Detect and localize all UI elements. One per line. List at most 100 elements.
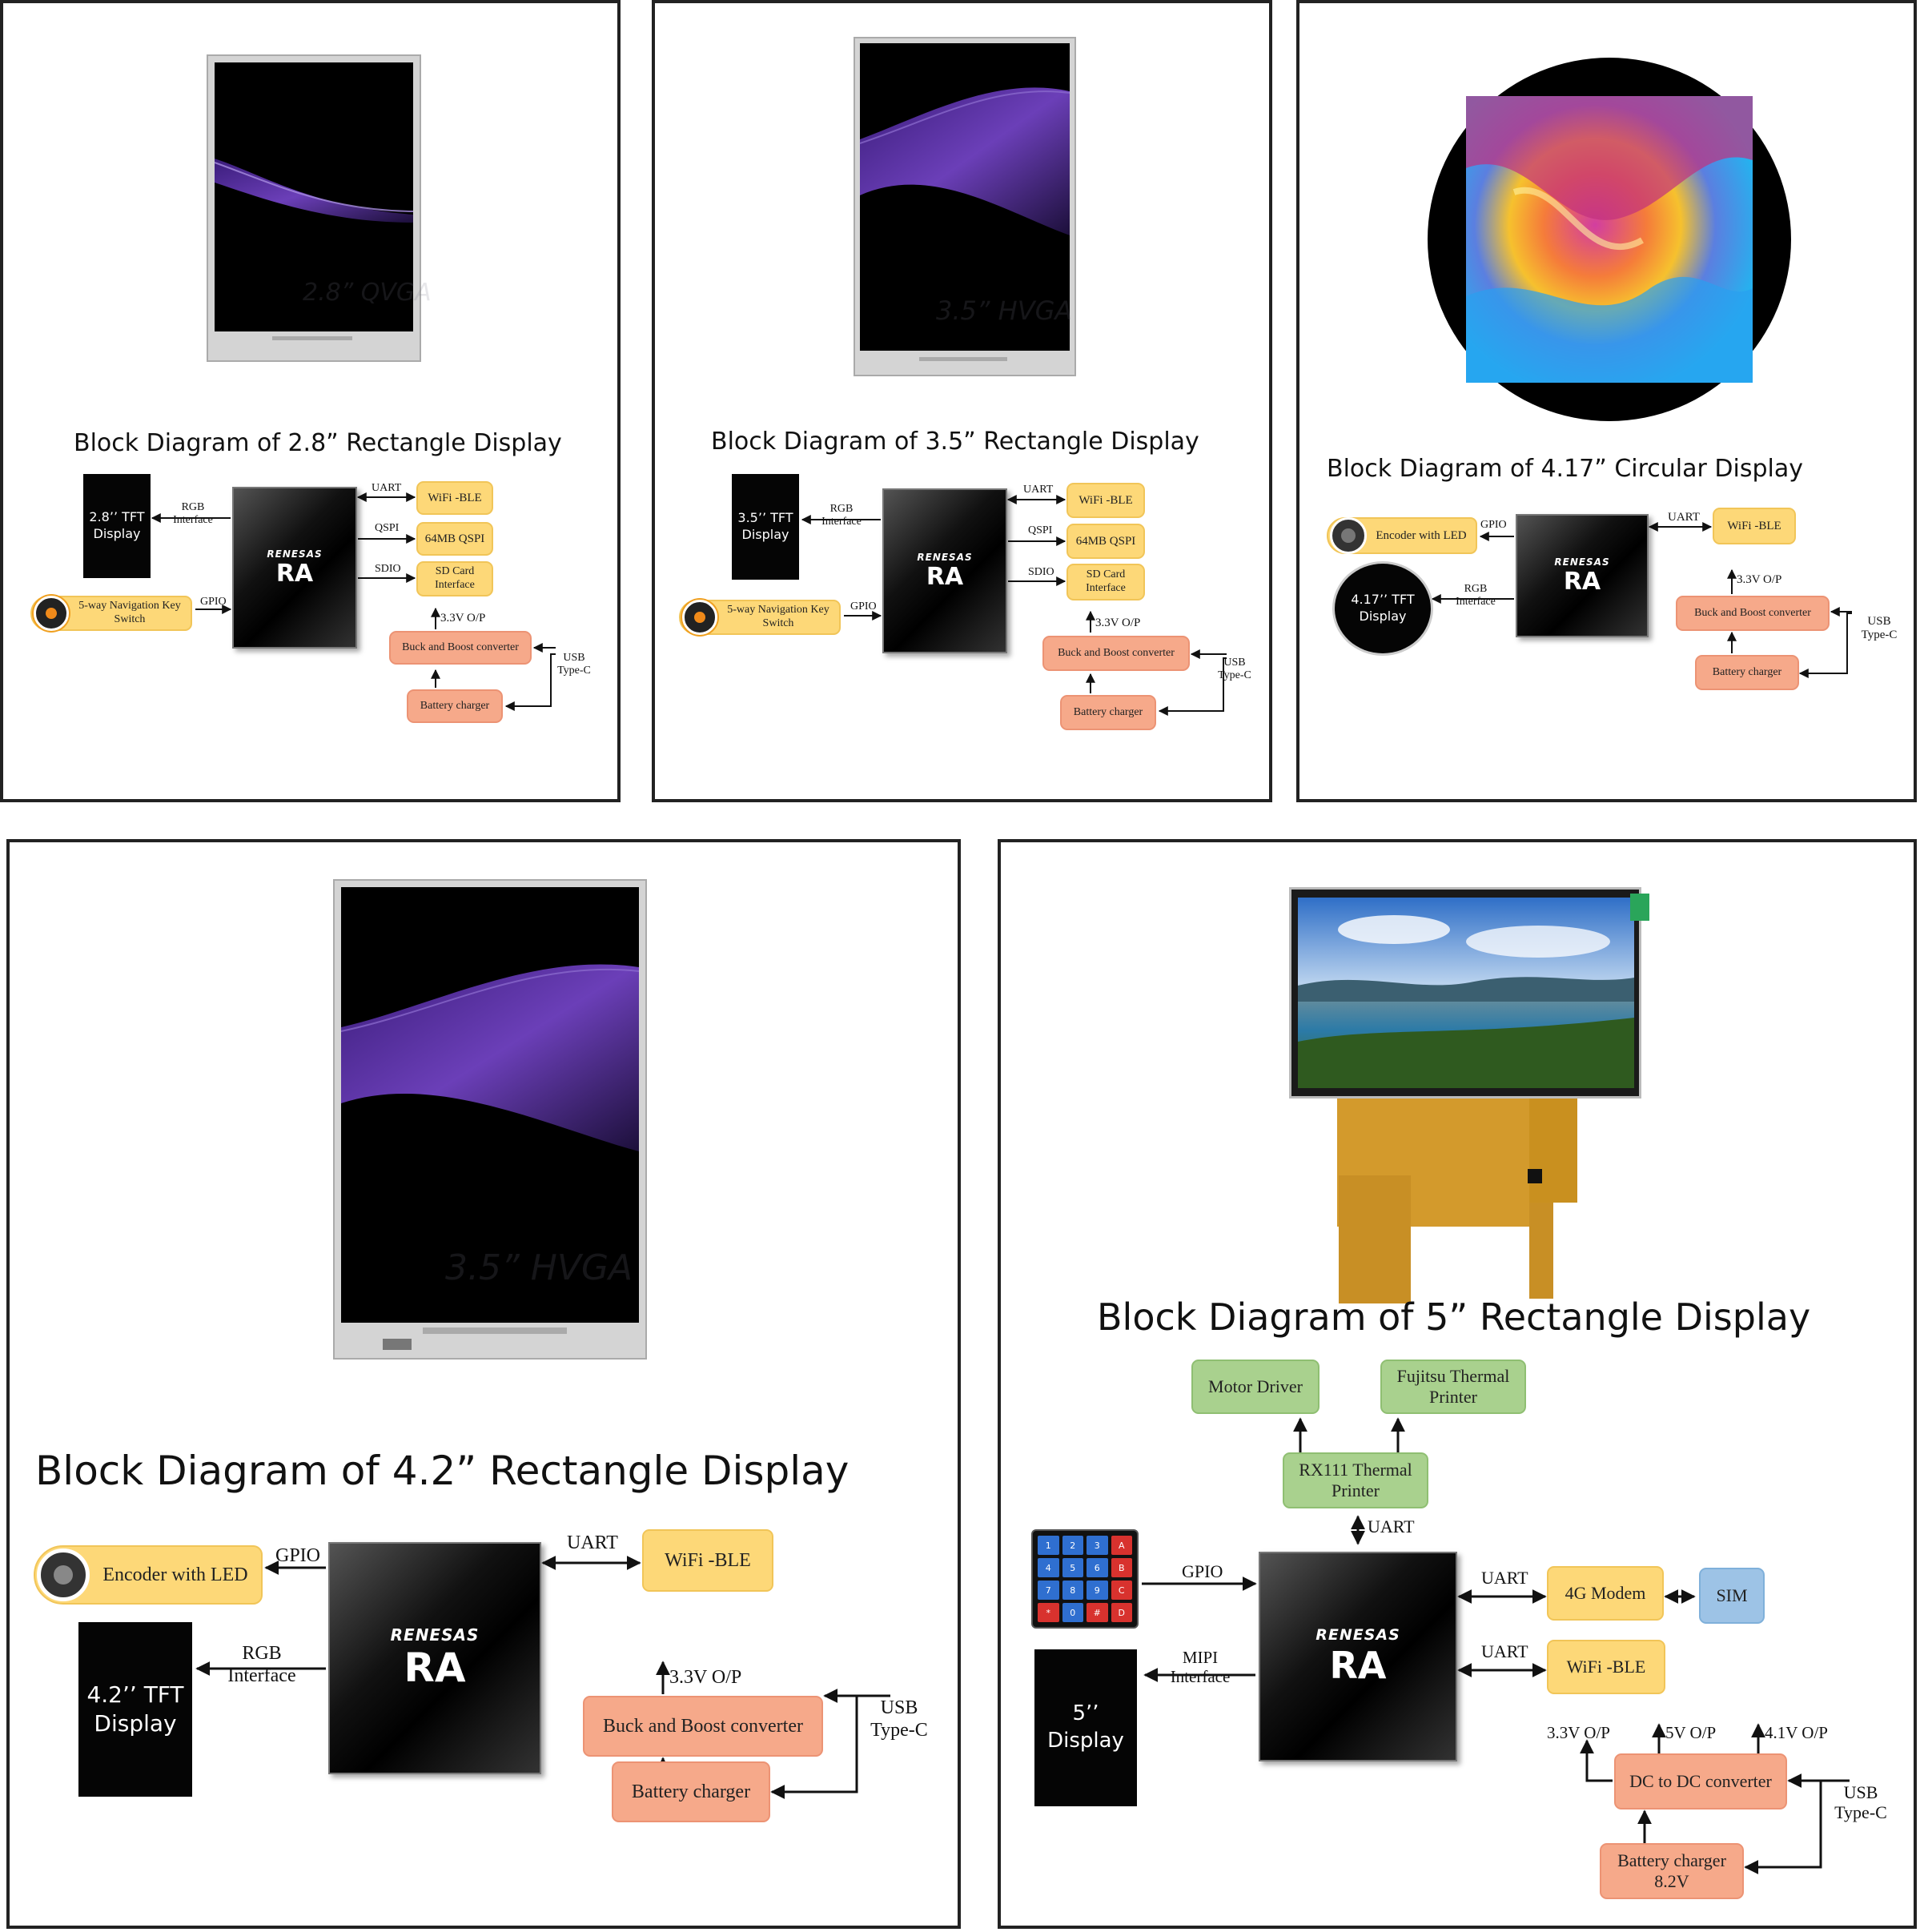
- panel-5-display: Block Diagram of 5” Rectangle Display Mo…: [998, 839, 1917, 1929]
- gpio-label: GPIO: [275, 1545, 321, 1566]
- display-watermark: 3.5” HVGA: [445, 1247, 633, 1288]
- gpio-label: GPIO: [1480, 519, 1507, 531]
- panel-4-2-display: 3.5” HVGA Block Diagram of 4.2” Rectangl…: [6, 839, 961, 1929]
- renesas-ra-chip: RENESAS RA: [1259, 1552, 1457, 1761]
- tft-display-block: 3.5’’ TFT Display: [732, 474, 799, 580]
- vout-label: 3.3V O/P: [1095, 617, 1141, 629]
- dc-dc-converter-block: DC to DC converter: [1614, 1753, 1787, 1809]
- uart-modem-label: UART: [1481, 1568, 1528, 1588]
- joystick-icon: [34, 596, 69, 631]
- v33-label: 3.3V O/P: [1547, 1723, 1610, 1742]
- keypad-key: 6: [1087, 1558, 1108, 1577]
- display-photo-5: [1289, 887, 1649, 1303]
- vout-label: 3.3V O/P: [1737, 573, 1782, 586]
- uart-label: UART: [1668, 511, 1700, 524]
- gpio-label: GPIO: [200, 596, 227, 608]
- panel-4-17-circular-display: Block Diagram of 4.17” Circular Display …: [1296, 0, 1917, 802]
- tft-display-block: 2.8’’ TFT Display: [83, 474, 151, 578]
- keypad-key: 8: [1062, 1581, 1083, 1600]
- circular-tft-display-block: 4.17’’ TFT Display: [1335, 564, 1431, 653]
- encoder-knob-icon: [37, 1548, 90, 1601]
- v41-label: 4.1V O/P: [1765, 1723, 1828, 1742]
- gpio-label: GPIO: [850, 600, 877, 613]
- diagram-title: Block Diagram of 2.8” Rectangle Display: [74, 429, 562, 457]
- keypad-key: 0: [1062, 1603, 1083, 1622]
- 4g-modem-block: 4G Modem: [1547, 1566, 1664, 1621]
- sd-card-block: SD Card Interface: [1066, 564, 1145, 600]
- battery-charger-block: Battery charger: [1060, 695, 1156, 730]
- buck-boost-block: Buck and Boost converter: [1042, 636, 1190, 671]
- diagram-title: Block Diagram of 4.17” Circular Display: [1327, 455, 1803, 483]
- rgb-label: RGB Interface: [821, 503, 862, 528]
- wifi-ble-block: WiFi -BLE: [1547, 1640, 1665, 1694]
- keypad-key: D: [1111, 1603, 1132, 1622]
- rx111-block: RX111 Thermal Printer: [1283, 1452, 1428, 1508]
- uart-label: UART: [567, 1532, 618, 1553]
- nav-switch-block: 5-way Navigation Key Switch: [30, 596, 192, 631]
- vout-label: 3.3V O/P: [440, 612, 486, 625]
- joystick-icon: [682, 600, 717, 635]
- renesas-ra-chip: RENESAS RA: [1516, 514, 1649, 637]
- qspi-flash-block: 64MB QSPI: [1066, 524, 1145, 559]
- tft-display-block: 4.2’’ TFT Display: [78, 1622, 192, 1797]
- renesas-ra-chip: RENESAS RA: [232, 487, 357, 649]
- usb-label: USB Type-C: [1218, 657, 1251, 682]
- keypad-key: 4: [1038, 1558, 1059, 1577]
- keypad-key: 3: [1087, 1536, 1108, 1555]
- circular-display-photo: [1428, 58, 1791, 421]
- keypad-key: B: [1111, 1558, 1132, 1577]
- display-watermark: 2.8” QVGA: [303, 279, 432, 307]
- qspi-flash-block: 64MB QSPI: [416, 522, 493, 556]
- battery-charger-block: Battery charger: [612, 1761, 770, 1822]
- buck-boost-block: Buck and Boost converter: [389, 631, 532, 665]
- wifi-ble-block: WiFi -BLE: [1066, 483, 1145, 518]
- wires: [1431, 522, 1852, 678]
- diagram-title: Block Diagram of 3.5” Rectangle Display: [711, 428, 1199, 456]
- battery-charger-block: Battery charger 8.2V: [1600, 1843, 1744, 1899]
- v5-label: 5V O/P: [1665, 1723, 1717, 1742]
- display-block: 5’’ Display: [1034, 1649, 1137, 1806]
- renesas-ra-chip: RENESAS RA: [882, 488, 1007, 653]
- display-watermark: 3.5” HVGA: [936, 295, 1073, 326]
- keypad-key: #: [1087, 1603, 1108, 1622]
- display-photo-2-8: 2.8” QVGA: [207, 54, 432, 362]
- keypad-key: A: [1111, 1536, 1132, 1555]
- uart-wifi-label: UART: [1481, 1641, 1528, 1661]
- uart-label: UART: [1023, 484, 1054, 496]
- encoder-knob-icon: [1330, 517, 1367, 554]
- rgb-label: RGB Interface: [1456, 583, 1496, 609]
- qspi-label: QSPI: [375, 522, 400, 534]
- keypad-key: *: [1038, 1603, 1059, 1622]
- display-photo-3-5: 3.5” HVGA: [854, 37, 1076, 376]
- keypad-key: 5: [1062, 1558, 1083, 1577]
- keypad-key: 9: [1087, 1581, 1108, 1600]
- rgb-label: RGB Interface: [227, 1643, 296, 1686]
- wires: [801, 495, 1227, 716]
- wifi-ble-block: WiFi -BLE: [416, 481, 493, 515]
- wires: [151, 492, 556, 711]
- panel-3-5-display: 3.5” HVGA Block Diagram of 3.5” Rectangl…: [652, 0, 1272, 802]
- usb-label: USB Type-C: [1834, 1782, 1887, 1823]
- sdio-label: SDIO: [375, 563, 401, 575]
- usb-label: USB Type-C: [870, 1697, 928, 1741]
- qspi-label: QSPI: [1028, 524, 1053, 536]
- renesas-ra-chip: RENESAS RA: [328, 1542, 541, 1774]
- rgb-label: RGB Interface: [173, 501, 213, 527]
- encoder-block: Encoder with LED: [1327, 517, 1477, 554]
- uart-top-label: UART: [1368, 1516, 1415, 1536]
- nav-switch-block: 5-way Navigation Key Switch: [679, 600, 841, 635]
- display-photo-4-2: 3.5” HVGA: [333, 879, 647, 1360]
- wifi-ble-block: WiFi -BLE: [1713, 508, 1796, 544]
- vout-label: 3.3V O/P: [669, 1667, 742, 1688]
- usb-label: USB Type-C: [557, 652, 591, 677]
- sim-block: SIM: [1699, 1568, 1765, 1624]
- encoder-block: Encoder with LED: [34, 1545, 263, 1605]
- usb-label: USB Type-C: [1861, 615, 1898, 642]
- buck-boost-block: Buck and Boost converter: [1676, 596, 1830, 631]
- keypad-key: 2: [1062, 1536, 1083, 1555]
- gpio-label: GPIO: [1182, 1561, 1223, 1581]
- keypad-key: 1: [1038, 1536, 1059, 1555]
- motor-driver-block: Motor Driver: [1191, 1360, 1319, 1414]
- keypad-key: C: [1111, 1581, 1132, 1600]
